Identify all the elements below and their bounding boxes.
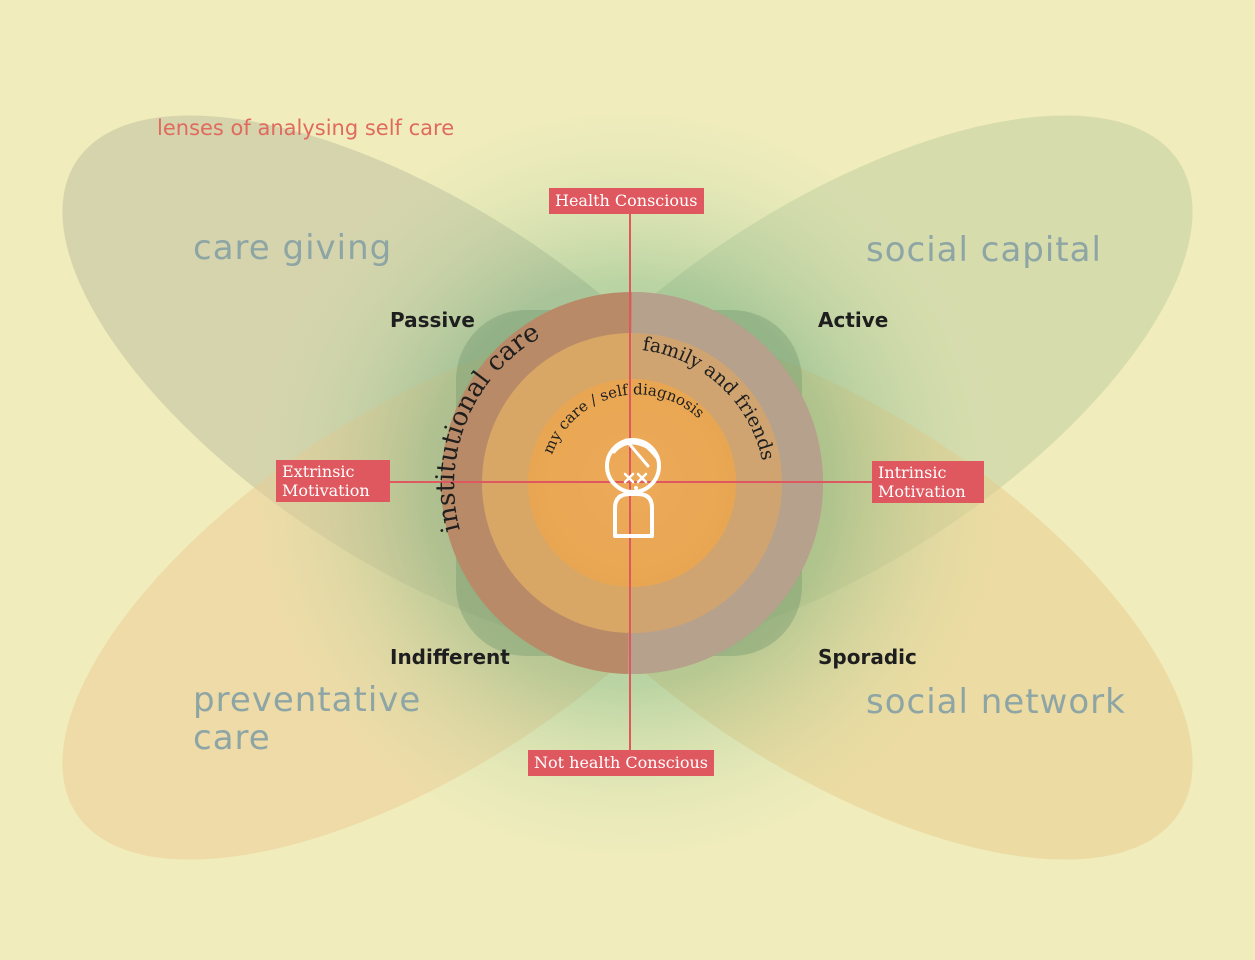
quadrant-passive: Passive (390, 308, 475, 332)
lens-care-giving: care giving (193, 228, 393, 268)
quadrant-indifferent: Indifferent (390, 645, 510, 669)
quadrant-active: Active (818, 308, 889, 332)
quadrant-sporadic: Sporadic (818, 645, 917, 669)
tag-extrinsic-motivation: Extrinsic Motivation (276, 460, 390, 502)
tag-health-conscious: Health Conscious (549, 188, 704, 214)
diagram-title: lenses of analysing self care (157, 116, 455, 140)
lens-social-capital: social capital (866, 230, 1102, 270)
lens-social-network: social network (866, 682, 1126, 722)
lens-preventative-care: preventative care (193, 680, 422, 758)
tag-not-health-conscious: Not health Conscious (528, 750, 715, 776)
tag-intrinsic-motivation: Intrinsic Motivation (872, 461, 984, 503)
bandaged-person-icon (605, 438, 661, 538)
